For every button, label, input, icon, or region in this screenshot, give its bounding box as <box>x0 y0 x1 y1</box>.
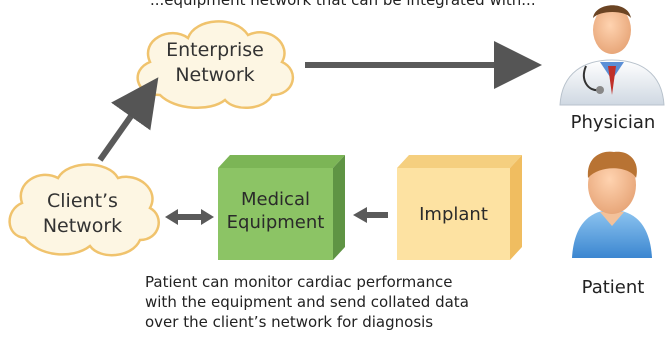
caption-text: Patient can monitor cardiac performance … <box>145 272 525 332</box>
clients-network-cloud <box>8 163 160 257</box>
patient-label: Patient <box>581 277 645 298</box>
caption-line-1: Patient can monitor cardiac performance <box>145 273 453 291</box>
physician-avatar-icon <box>559 5 665 106</box>
clients-network-line1: Client’s <box>47 190 118 212</box>
clients-network-line2: Network <box>42 214 123 237</box>
physician-label: Physician <box>570 112 656 133</box>
arrow-implant-to-equipment <box>353 207 388 223</box>
caption-line-3: over the client’s network for diagnosis <box>145 313 434 331</box>
enterprise-network-label: Enterprise Network <box>150 38 280 87</box>
enterprise-network-line1: Enterprise <box>166 39 264 61</box>
clients-network-label: Client’s Network <box>20 189 145 238</box>
medical-equipment-label: Medical Equipment <box>218 188 333 235</box>
implant-box <box>397 155 522 260</box>
implant-label: Implant <box>419 204 488 225</box>
arrow-clients-to-enterprise <box>97 77 159 162</box>
top-cropped-text: ...equipment network that can be integra… <box>150 0 536 9</box>
enterprise-network-line2: Network <box>175 63 255 86</box>
arrow-network-equipment-bidirectional <box>165 209 214 225</box>
enterprise-network-cloud <box>136 20 295 110</box>
patient-avatar-icon <box>572 151 652 258</box>
caption-line-2: with the equipment and send collated dat… <box>145 293 469 311</box>
medical-equipment-line2: Equipment <box>226 212 325 234</box>
medical-equipment-line1: Medical <box>241 189 310 210</box>
medical-equipment-box <box>218 155 345 260</box>
